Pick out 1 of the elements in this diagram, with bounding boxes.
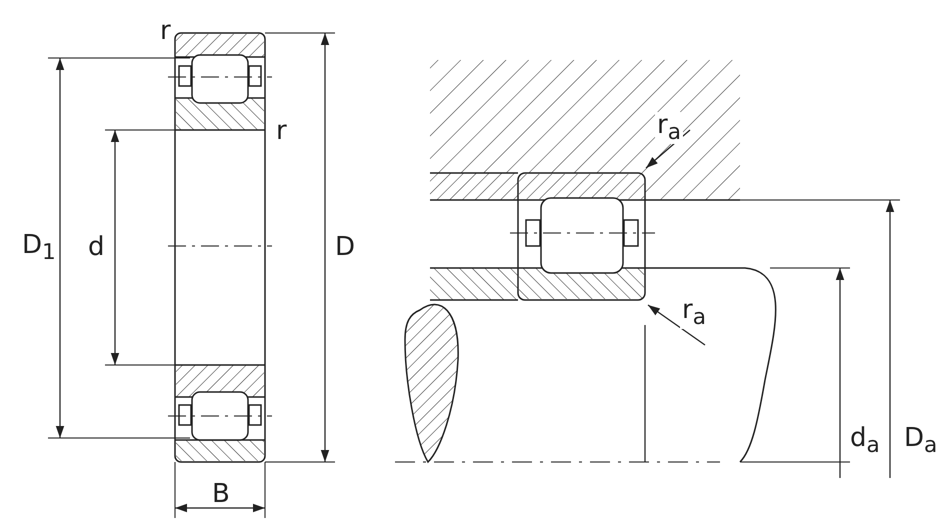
dimension-label: r$_{a}$ xyxy=(655,112,683,144)
